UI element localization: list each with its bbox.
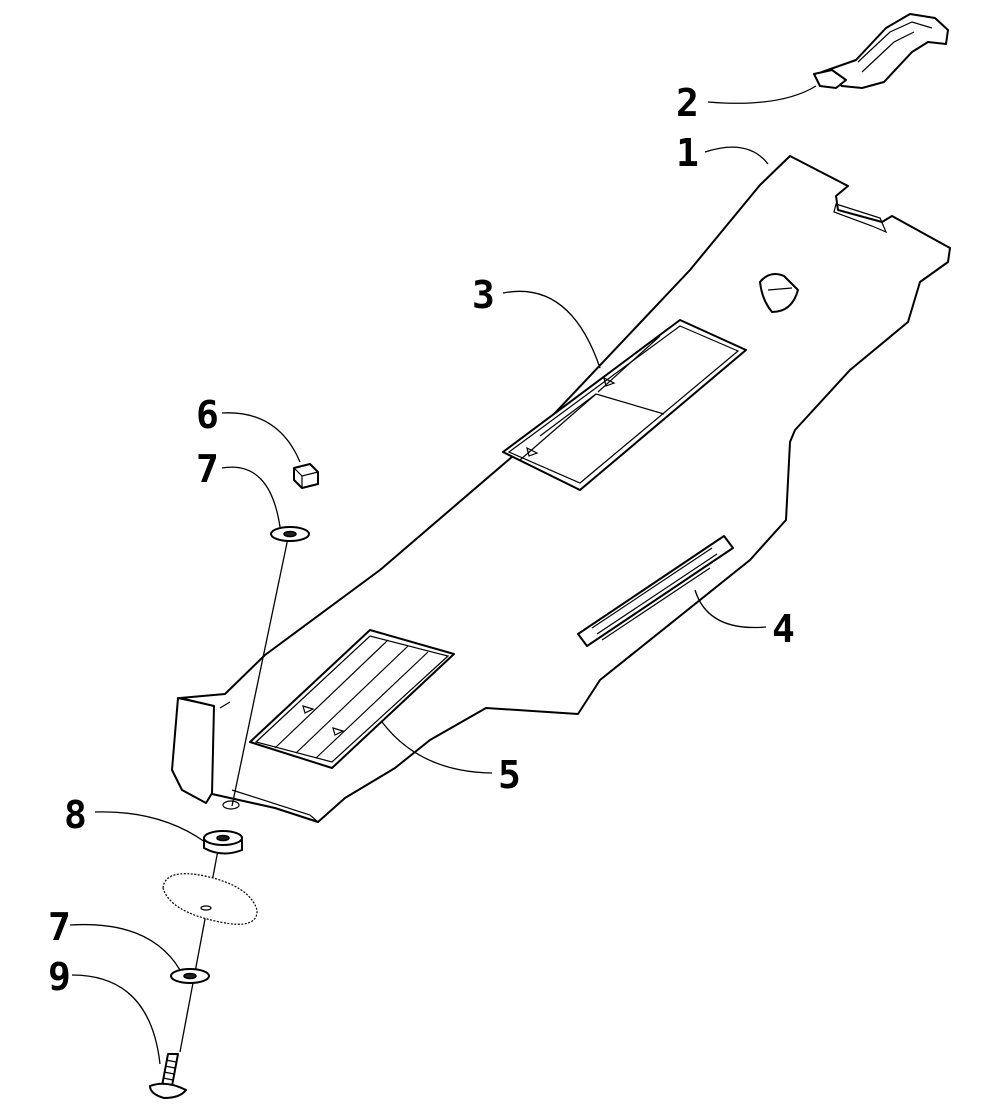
- callout-1: 1: [676, 131, 699, 175]
- leader-9: [71, 974, 161, 1065]
- skid-plate-fold-line: [219, 701, 231, 709]
- leader-3: [502, 290, 601, 369]
- callout-5: 5: [498, 753, 521, 797]
- leader-4: [694, 589, 767, 629]
- skid-plate-end-wall: [171, 697, 217, 804]
- leader-6: [221, 412, 301, 463]
- skid-plate-slot: [833, 203, 888, 234]
- decal-3: [502, 319, 747, 491]
- strap-part-2: [813, 13, 949, 89]
- warning-label-4: [577, 535, 734, 647]
- callout-3: 3: [472, 273, 495, 317]
- bolt-part-9: [149, 1053, 187, 1099]
- large-washer: [162, 873, 258, 925]
- leader-7a: [221, 466, 281, 528]
- nut-part-6: [293, 463, 319, 489]
- callout-6: 6: [196, 393, 219, 437]
- callout-9: 9: [48, 955, 71, 999]
- callout-8: 8: [64, 793, 87, 837]
- leader-5: [381, 721, 493, 774]
- leader-7b: [69, 923, 181, 971]
- leader-8: [94, 811, 206, 843]
- spacer-part-8: [203, 830, 243, 855]
- assembly-line-upper: [231, 537, 289, 807]
- callout-2: 2: [676, 81, 699, 125]
- decal-5: [249, 629, 455, 769]
- leader-2: [707, 85, 817, 104]
- skid-plate-edge-line: [231, 789, 319, 823]
- washer-part-7-lower: [170, 968, 210, 984]
- washer-part-7-upper: [270, 526, 310, 542]
- callout-7-lower: 7: [48, 905, 71, 949]
- callout-7-upper: 7: [196, 447, 219, 491]
- skid-plate-mount-hole: [222, 800, 240, 810]
- callout-4: 4: [772, 607, 795, 651]
- callout-labels: 1 2 3 4 5 6 7 8 7 9: [48, 81, 795, 999]
- skid-plate-clip-hole: [759, 273, 799, 313]
- leader-1: [704, 146, 769, 165]
- leader-lines: [69, 85, 817, 1065]
